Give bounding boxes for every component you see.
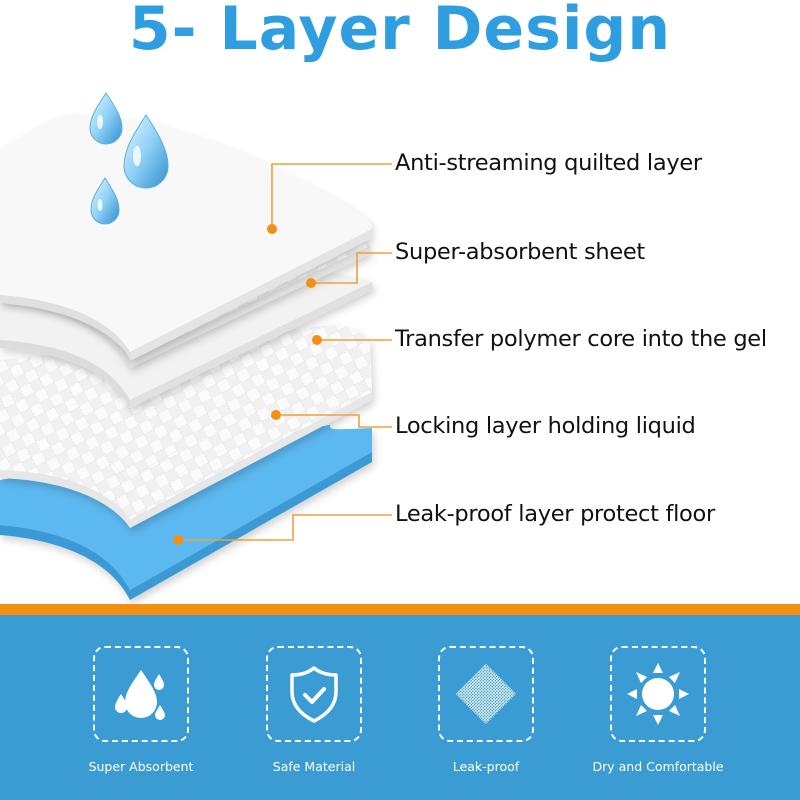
feature-label: Super Absorbent [88, 759, 194, 774]
sun-icon [627, 663, 689, 725]
layer-illustration [0, 92, 392, 600]
feature-super-absorbent: Super Absorbent [66, 646, 216, 774]
feature-frame [438, 646, 534, 742]
water-drops-icon [115, 670, 165, 720]
feature-frame [266, 646, 362, 742]
feature-label: Safe Material [272, 759, 356, 774]
feature-label: Dry and Comfortable [592, 759, 724, 774]
layer-label-anti-streaming: Anti-streaming quilted layer [395, 150, 702, 176]
feature-safe-material: Safe Material [239, 646, 389, 774]
feature-frame [93, 646, 189, 742]
feature-dry-comfortable: Dry and Comfortable [583, 646, 733, 774]
accent-divider [0, 604, 800, 615]
water-droplets-icon [89, 92, 169, 225]
feature-leak-proof: Leak-proof [411, 646, 561, 774]
layer-label-leak-proof: Leak-proof layer protect floor [395, 501, 715, 527]
top-layer [0, 115, 372, 360]
layer-label-transfer-polymer: Transfer polymer core into the gel [395, 326, 767, 352]
layer-label-super-absorbent: Super-absorbent sheet [395, 239, 645, 265]
callout-lines [178, 163, 392, 541]
page-title: 5- Layer Design [128, 0, 672, 64]
shield-check-icon [290, 666, 338, 723]
mesh-diamond-icon [456, 664, 516, 724]
feature-frame [610, 646, 706, 742]
feature-label: Leak-proof [452, 759, 520, 774]
layer-label-locking: Locking layer holding liquid [395, 413, 696, 439]
callout-dots [173, 224, 322, 545]
